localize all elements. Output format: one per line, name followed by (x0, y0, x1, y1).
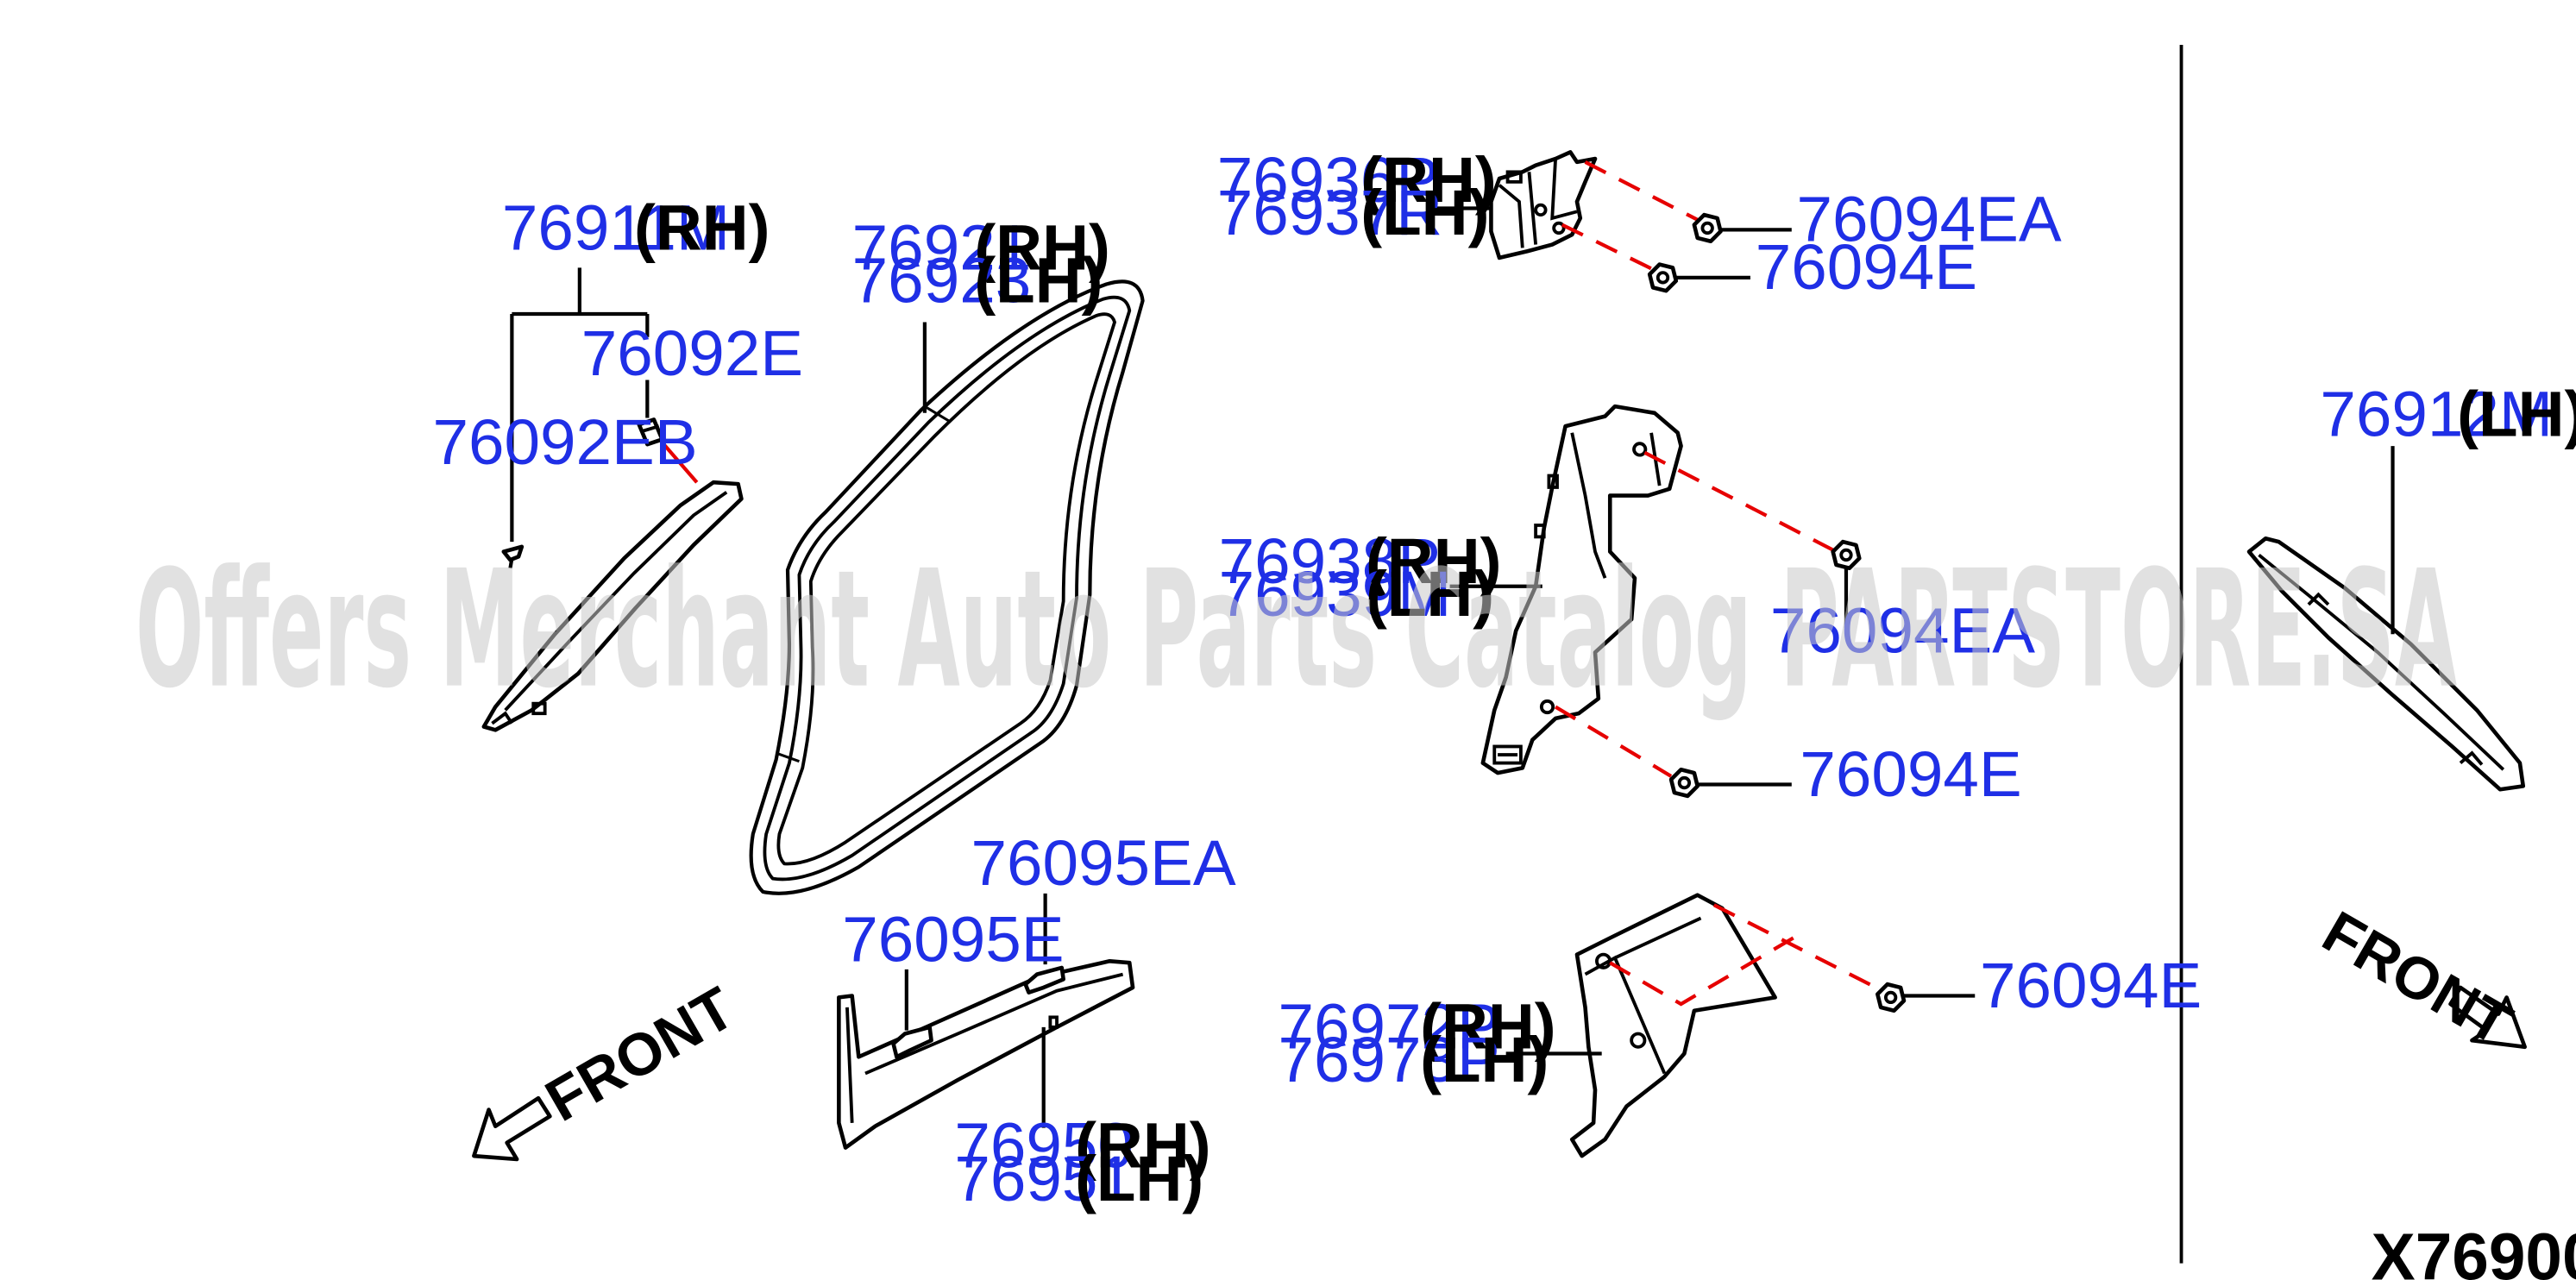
label-76921[interactable]: 76921 (RH) 76923 (LH) (852, 210, 1110, 316)
front-arrow-left-icon (472, 1095, 552, 1162)
label-76095e[interactable]: 76095E (842, 902, 1064, 975)
side-label: (LH) (1420, 1023, 1549, 1095)
label-76092e[interactable]: 76092E (581, 317, 803, 389)
part-number: 76973P (1279, 1023, 1500, 1095)
clip-76094e-low[interactable] (1875, 982, 1907, 1013)
label-76094ea-top[interactable]: 76094EA (1797, 183, 2062, 255)
label-76094e-top[interactable]: 76094E (1756, 230, 1977, 303)
clip-76094e-top[interactable] (1647, 262, 1679, 293)
label-76092eb[interactable]: 76092EB (432, 405, 697, 478)
front-arrow-right-icon (2448, 985, 2527, 1050)
label-76938p[interactable]: 76938P (RH) 76939M (LH) (1219, 524, 1502, 630)
clip-76094e-mid[interactable] (1668, 767, 1700, 799)
label-76094e-mid[interactable]: 76094E (1800, 737, 2021, 810)
guide-line (1584, 160, 1702, 223)
side-label: (RH) (974, 210, 1110, 283)
part-number: 76938P (1219, 524, 1441, 597)
side-label: (LH) (1366, 557, 1494, 630)
label-76911m[interactable]: 76911M (RH) (502, 191, 770, 263)
label-76950[interactable]: 76950 (RH) 76951 (LH) (954, 1109, 1210, 1214)
side-label: (RH) (1366, 524, 1502, 597)
part-number: 76937R (1217, 176, 1442, 248)
side-label: (LH) (1075, 1142, 1203, 1214)
guide-line (1609, 936, 1794, 1007)
center-pillar-lower-trim[interactable] (1480, 404, 1683, 775)
front-label-left: FRONT (535, 975, 745, 1134)
side-label: (RH) (1360, 143, 1497, 216)
label-76912m[interactable]: 76912M (LH) (2320, 378, 2576, 450)
label-76094ea-mid[interactable]: 76094EA (1770, 593, 2035, 666)
part-number: 76972P (1279, 990, 1500, 1063)
label-76972p[interactable]: 76972P (RH) 76973P (LH) (1279, 990, 1556, 1095)
upper-b-pillar-trim[interactable] (1489, 150, 1598, 260)
guide-line (1561, 223, 1657, 273)
side-label: (LH) (1360, 176, 1489, 248)
watermark: Offers Merchant Auto Parts Catalog PARTS… (135, 536, 2457, 725)
clip-76094ea-mid[interactable] (1831, 539, 1862, 571)
leader-76911m (510, 267, 650, 543)
a-pillar-trim-lh[interactable] (2246, 536, 2526, 792)
door-weatherstrip[interactable] (749, 279, 1145, 895)
part-number: 76951 (954, 1142, 1134, 1214)
screw-76092eb[interactable] (501, 544, 525, 569)
label-76936p[interactable]: 76936P (RH) 76937R (LH) (1217, 143, 1497, 248)
side-label: (RH) (1075, 1109, 1211, 1182)
part-number: 76939M (1219, 557, 1452, 630)
clip-76094ea-top[interactable] (1692, 212, 1723, 244)
part-number: 76921 (852, 210, 1032, 283)
part-number: 76950 (954, 1109, 1134, 1182)
side-label: (LH) (974, 244, 1103, 317)
part-number: 76912M (2320, 378, 2553, 450)
rear-side-trim[interactable] (1569, 893, 1777, 1158)
part-number: 76936P (1217, 143, 1439, 216)
kicking-plate[interactable] (837, 958, 1135, 1150)
guide-line (1555, 705, 1673, 778)
front-label-right: FRONT (2312, 898, 2523, 1057)
a-pillar-trim-rh[interactable] (481, 480, 744, 732)
label-76094e-low[interactable]: 76094E (1980, 949, 2202, 1021)
part-number: 76923 (852, 244, 1032, 317)
clip-76092e[interactable] (637, 417, 664, 447)
side-label: (LH) (2457, 378, 2576, 450)
label-76095ea[interactable]: 76095EA (971, 826, 1235, 899)
side-label: (RH) (634, 191, 770, 263)
side-label: (RH) (1420, 990, 1556, 1063)
part-number: 76911M (502, 191, 730, 263)
guide-line (1712, 903, 1884, 993)
diagram-code: X769002A (2372, 1221, 2576, 1280)
guide-line (662, 442, 699, 484)
